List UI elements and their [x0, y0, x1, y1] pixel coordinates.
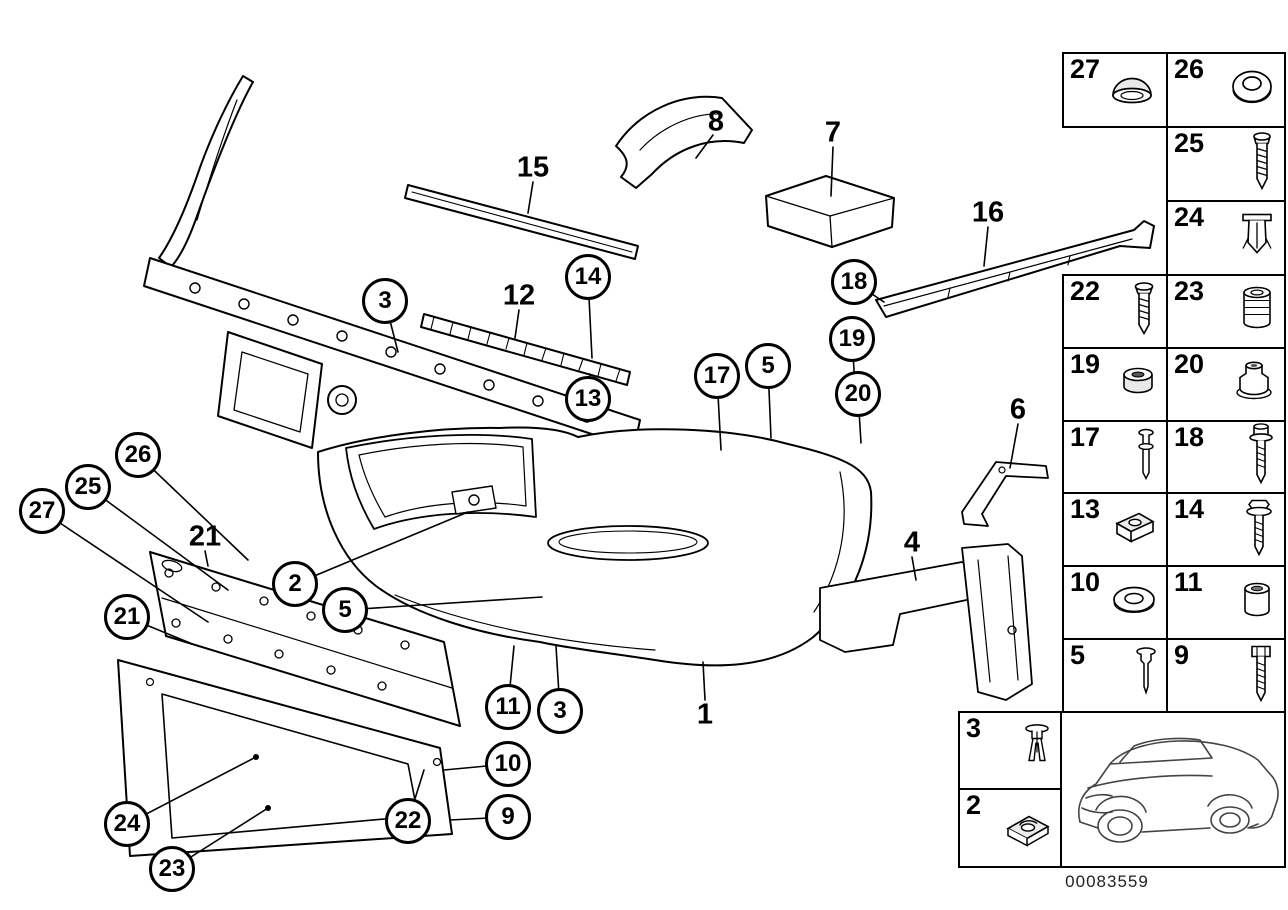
legend-cell-label: 25	[1174, 128, 1205, 158]
callout-8[interactable]: 8	[707, 105, 725, 138]
callout-1[interactable]: 1	[696, 698, 714, 731]
callout-20[interactable]: 20	[835, 371, 881, 417]
legend-cell-14[interactable]: 14	[1166, 492, 1286, 567]
legend-cell-9[interactable]: 9	[1166, 638, 1286, 713]
legend-cell-11[interactable]: 11	[1166, 565, 1286, 640]
legend-cell-19[interactable]: 19	[1062, 347, 1168, 422]
clip-nut-icon	[1109, 505, 1161, 554]
legend-cell-label: 13	[1070, 494, 1101, 524]
vehicle-thumbnail	[1060, 711, 1286, 868]
legend-cell-10[interactable]: 10	[1062, 565, 1168, 640]
legend-cell-label: 14	[1174, 494, 1205, 524]
hex-bolt-icon	[1243, 642, 1279, 709]
threaded-sleeve-icon	[1235, 282, 1279, 341]
legend-cell-label: 22	[1070, 276, 1101, 306]
legend-cell-24[interactable]: 24	[1166, 200, 1286, 276]
screw-icon	[1127, 280, 1161, 343]
legend-cell-label: 26	[1174, 54, 1205, 84]
callout-17[interactable]: 17	[694, 353, 740, 399]
callout-2[interactable]: 2	[272, 561, 318, 607]
callout-15[interactable]: 15	[516, 151, 550, 184]
part-bracket-7	[765, 175, 895, 248]
callout-18[interactable]: 18	[831, 259, 877, 305]
legend-cell-23[interactable]: 23	[1166, 274, 1286, 349]
legend-cell-label: 18	[1174, 422, 1205, 452]
callout-25[interactable]: 25	[65, 464, 111, 510]
legend-cell-25[interactable]: 25	[1166, 126, 1286, 202]
callout-19[interactable]: 19	[829, 316, 875, 362]
legend-cell-label: 23	[1174, 276, 1205, 306]
part-bracket-8	[615, 95, 753, 189]
callout-23[interactable]: 23	[149, 846, 195, 892]
legend-cell-26[interactable]: 26	[1166, 52, 1286, 128]
legend-cell-label: 9	[1174, 640, 1190, 670]
legend-cell-label: 11	[1174, 567, 1203, 597]
callout-21-plain[interactable]: 21	[188, 520, 222, 553]
callout-16[interactable]: 16	[971, 196, 1005, 229]
part-trim-strip-12	[420, 313, 631, 386]
callout-10[interactable]: 10	[485, 741, 531, 787]
legend-cell-label: 17	[1070, 422, 1101, 452]
callout-6[interactable]: 6	[1009, 393, 1027, 426]
callout-27[interactable]: 27	[19, 488, 65, 534]
rivet-pin-icon	[1131, 427, 1161, 488]
legend-cell-label: 27	[1070, 54, 1101, 84]
callout-3-carrier[interactable]: 3	[362, 278, 408, 324]
part-rail-16	[875, 220, 1155, 318]
legend-cell-label: 19	[1070, 349, 1101, 379]
legend-cell-13[interactable]: 13	[1062, 492, 1168, 567]
callout-12[interactable]: 12	[502, 279, 536, 312]
part-trim-strip-15	[404, 184, 639, 260]
legend-cell-2[interactable]: 2	[958, 788, 1062, 868]
legend-cell-label: 3	[966, 713, 982, 743]
part-top-blade	[158, 75, 254, 268]
expanding-rivet-icon	[1019, 722, 1055, 779]
callout-4[interactable]: 4	[903, 526, 921, 559]
callout-7[interactable]: 7	[824, 116, 842, 149]
legend-cell-label: 5	[1070, 640, 1086, 670]
callout-9[interactable]: 9	[485, 794, 531, 840]
legend-cell-label: 2	[966, 790, 982, 820]
callout-3-bumper[interactable]: 3	[537, 688, 583, 734]
grommet-ring-icon	[1225, 63, 1279, 118]
expanding-nut-icon	[1235, 209, 1279, 268]
legend-cell-22[interactable]: 22	[1062, 274, 1168, 349]
legend-cell-17[interactable]: 17	[1062, 420, 1168, 494]
callout-11[interactable]: 11	[485, 684, 531, 730]
blind-rivet-icon	[1131, 644, 1161, 707]
part-plate-base-lower	[117, 659, 453, 857]
legend-cell-18[interactable]: 18	[1166, 420, 1286, 494]
callout-14[interactable]: 14	[565, 254, 611, 300]
callout-24[interactable]: 24	[104, 801, 150, 847]
callout-5-lower[interactable]: 5	[322, 587, 368, 633]
washer-icon	[1107, 579, 1161, 626]
callout-5-upper[interactable]: 5	[745, 343, 791, 389]
callout-21-circled[interactable]: 21	[104, 594, 150, 640]
vehicle-sketch	[1078, 737, 1279, 843]
part-bumper-cover	[317, 426, 873, 667]
legend-cell-5[interactable]: 5	[1062, 638, 1168, 713]
legend-cell-3[interactable]: 3	[958, 711, 1062, 790]
legend-cell-label: 24	[1174, 202, 1205, 232]
screw-washer-icon	[1239, 496, 1279, 563]
screw-spring-washer-icon	[1243, 423, 1279, 492]
tapping-screw-icon	[1245, 131, 1279, 198]
callout-13[interactable]: 13	[565, 376, 611, 422]
rubber-grommet-icon	[1115, 360, 1161, 409]
legend-cell-20[interactable]: 20	[1166, 347, 1286, 422]
legend-cell-label: 20	[1174, 349, 1205, 379]
callout-22[interactable]: 22	[385, 798, 431, 844]
legend-cell-27[interactable]: 27	[1062, 52, 1168, 128]
callout-26[interactable]: 26	[115, 432, 161, 478]
cap-plug-icon	[1103, 62, 1161, 119]
document-number: 00083559	[1065, 872, 1149, 891]
part-bracket-4	[819, 543, 1033, 701]
spacer-sleeve-icon	[1235, 576, 1279, 629]
grommet-collar-icon	[1229, 357, 1279, 412]
part-bracket-6	[961, 461, 1049, 527]
body-nut-icon	[1001, 803, 1055, 854]
legend-cell-label: 10	[1070, 567, 1101, 597]
